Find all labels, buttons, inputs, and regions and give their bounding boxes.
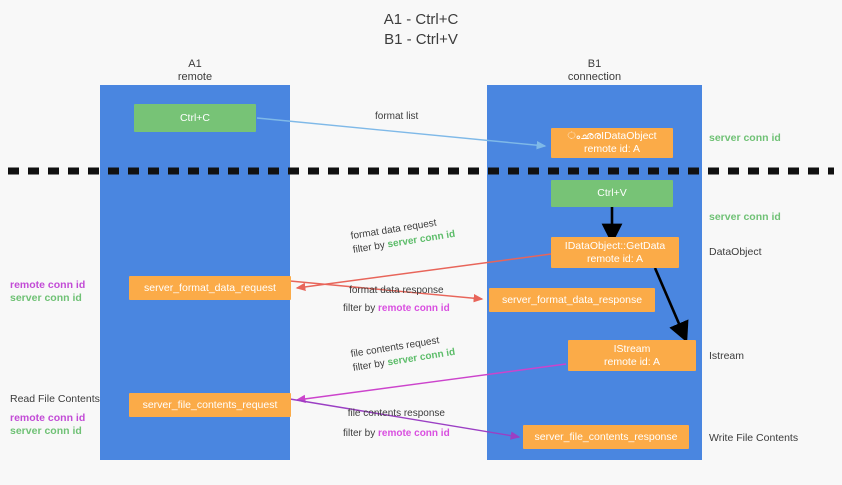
annotation-server-conn-id-top: server conn id	[709, 132, 781, 144]
annotation-remote-conn-id-lower: remote conn id	[10, 412, 86, 424]
column-a1-subtitle: remote	[177, 71, 213, 83]
page-title: A1 - Ctrl+C B1 - Ctrl+V	[0, 10, 842, 50]
node-server-format-data-request[interactable]: server_format_data_request	[129, 276, 291, 300]
edge-label-format-data-request: format data request filter by server con…	[350, 214, 456, 258]
annotation-server-conn-id-lower: server conn id	[10, 425, 82, 437]
filter-value-remote-conn-id: remote conn id	[378, 303, 450, 314]
filter-prefix: filter by	[343, 428, 379, 439]
node-ctrl-c[interactable]: Ctrl+C	[134, 104, 256, 132]
node-istream-sub: remote id: A	[603, 355, 661, 368]
column-b1-name: B1	[587, 58, 602, 70]
edge-label-format-list-text: format list	[375, 111, 419, 122]
node-server-file-contents-response-label: server_file_contents_response	[534, 430, 678, 443]
annotation-istream: Istream	[709, 350, 745, 362]
filter-prefix: filter by	[343, 303, 379, 314]
title-line-2: B1 - Ctrl+V	[384, 31, 458, 48]
annotation-server-conn-id-second: server conn id	[709, 211, 781, 223]
node-server-format-data-response-label: server_format_data_response	[501, 293, 643, 306]
node-idataobject-getdata[interactable]: IDataObject::GetData remote id: A	[551, 237, 679, 268]
title-line-1: A1 - Ctrl+C	[383, 11, 459, 28]
edge-label-format-list: format list	[375, 110, 418, 124]
edge-label-file-contents-response: file contents response filter by remote …	[343, 407, 450, 441]
node-idataobject-getdata-label: IDataObject::GetData	[564, 239, 666, 252]
annotation-write-file-contents: Write File Contents	[709, 432, 799, 444]
edge-label-format-data-response: format data response filter by remote co…	[343, 284, 450, 316]
annotation-read-file-contents: Read File Contents	[10, 393, 100, 405]
edge-label-file-contents-response-line1: file contents response	[347, 408, 445, 419]
node-server-format-data-response[interactable]: server_format_data_response	[489, 288, 655, 312]
node-offer-idataobject-label: ംഛരIDataObject	[567, 130, 657, 142]
column-b1-subtitle: connection	[567, 71, 622, 83]
node-ctrl-v[interactable]: Ctrl+V	[551, 180, 673, 207]
node-istream[interactable]: IStream remote id: A	[568, 340, 696, 371]
node-ctrl-v-label: Ctrl+V	[597, 187, 627, 199]
annotation-server-conn-id-upper: server conn id	[10, 292, 82, 304]
column-header-b1: B1 connection	[487, 58, 702, 84]
column-a1-name: A1	[188, 58, 202, 70]
edge-label-file-contents-response-line2: filter by remote conn id	[343, 427, 450, 441]
edge-label-format-data-response-line1: format data response	[349, 285, 444, 296]
node-offer-idataobject[interactable]: ംഛരIDataObject remote id: A	[551, 128, 673, 158]
node-server-format-data-request-label: server_format_data_request	[144, 281, 276, 294]
annotation-dataobject: DataObject	[709, 246, 762, 258]
node-server-file-contents-request-label: server_file_contents_request	[142, 398, 278, 411]
edge-label-format-data-response-line2: filter by remote conn id	[343, 302, 450, 316]
node-ctrl-c-label: Ctrl+C	[179, 111, 211, 124]
node-server-file-contents-request[interactable]: server_file_contents_request	[129, 393, 291, 417]
node-idataobject-getdata-sub: remote id: A	[586, 252, 644, 265]
column-header-a1: A1 remote	[100, 58, 290, 84]
node-offer-idataobject-sub: remote id: A	[583, 143, 641, 155]
annotation-remote-conn-id-upper: remote conn id	[10, 279, 86, 291]
node-istream-label: IStream	[613, 342, 651, 355]
filter-value-remote-conn-id: remote conn id	[378, 428, 450, 439]
edge-label-file-contents-request: file contents request filter by server c…	[350, 332, 456, 376]
node-server-file-contents-response[interactable]: server_file_contents_response	[523, 425, 689, 449]
